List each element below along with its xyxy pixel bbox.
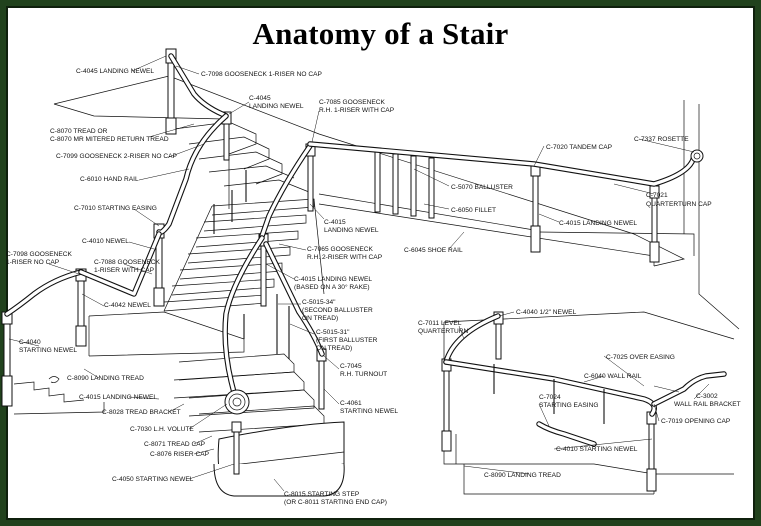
- label-c7065-a: C-7065 GOOSENECK: [307, 246, 374, 253]
- diagram-panel: Anatomy of a Stair: [6, 6, 755, 520]
- label-c4010-starting: C-4010 STARTING NEWEL: [556, 446, 638, 453]
- label-c4015-right-a: C-4015: [324, 219, 346, 226]
- label-c5015-34-a: C-5015-34": [302, 299, 336, 306]
- label-c4010: C-4010 NEWEL: [82, 238, 129, 245]
- label-c7024-b: STARTING EASING: [539, 402, 598, 409]
- label-c7088-b: 1-RISER WITH CAP: [94, 267, 155, 274]
- label-c8070-b: C-8070 MR MITERED RETURN TREAD: [50, 136, 169, 143]
- label-c8015-b: (OR C-8011 STARTING END CAP): [284, 499, 387, 506]
- label-c7025: C-7025 OVER EASING: [606, 354, 675, 361]
- label-c4061-a: C-4061: [340, 400, 362, 407]
- label-c7045-a: C-7045: [340, 363, 362, 370]
- lower-flight: [173, 353, 345, 497]
- label-c7010: C-7010 STARTING EASING: [74, 205, 157, 212]
- label-c7085-a: C-7085 GOOSENECK: [319, 99, 386, 106]
- label-c5070: C-5070 BALLUSTER: [451, 184, 513, 191]
- label-c4042: C-4042 NEWEL: [104, 302, 151, 309]
- label-c5015-34-b: (SECOND BALLUSTER: [302, 307, 373, 314]
- label-c4015-left: C-4015 LANDING NEWEL: [79, 394, 157, 401]
- diagram-title: Anatomy of a Stair: [252, 16, 509, 51]
- label-c4015-mid-a: C-4015 LANDING NEWEL: [294, 276, 372, 283]
- label-c4045-landing-newel-top: C-4045 LANDING NEWEL: [76, 68, 154, 75]
- rosette: [690, 149, 704, 163]
- hand-rails: [4, 53, 697, 402]
- label-c7021-a: C-7021: [646, 192, 668, 199]
- label-c3002-a: C-3002: [696, 393, 718, 400]
- label-c8090-left: C-8090 LANDING TREAD: [67, 375, 144, 382]
- label-c4015-mid-b: (BASED ON A 30° RAKE): [294, 283, 370, 291]
- label-c7020: C-7020 TANDEM CAP: [546, 144, 613, 151]
- label-c4061-b: STARTING NEWEL: [340, 408, 398, 415]
- label-c7024-a: C-7024: [539, 394, 561, 401]
- leader-lines: [8, 55, 710, 492]
- label-c7030: C-7030 L.H. VOLUTE: [130, 426, 194, 433]
- middle-landing: [88, 311, 245, 357]
- label-c7088-a: C-7088 GOOSENECK: [94, 259, 161, 266]
- label-c6010: C-6010 HAND RAIL: [80, 176, 139, 183]
- label-c7021-b: QUARTERTURN CAP: [646, 201, 712, 208]
- label-c7098-b: 1-RISER NO CAP: [6, 259, 60, 266]
- label-c8070-a: C-8070 TREAD OR: [50, 128, 108, 135]
- right-wall: [683, 100, 740, 330]
- label-c5015-34-c: ON TREAD): [302, 315, 338, 322]
- label-c8076: C-8076 RISER CAP: [150, 451, 210, 458]
- landing-detail: [441, 311, 735, 495]
- label-c5015-31-a: C-5015-31": [316, 329, 350, 336]
- label-c7065-b: R.H. 2-RISER WITH CAP: [307, 254, 383, 261]
- label-c8090-right: C-8090 LANDING TREAD: [484, 472, 561, 479]
- label-c8071: C-8071 TREAD CAP: [144, 441, 206, 448]
- label-c7045-b: R.H. TURNOUT: [340, 371, 387, 378]
- label-c4040-half: C-4040 1/2" NEWEL: [516, 309, 577, 316]
- label-c4045-a: C-4045: [249, 95, 271, 102]
- label-c7098-a: C-7098 GOOSENECK: [6, 251, 73, 258]
- main-flight: [163, 198, 325, 312]
- volute: [224, 389, 250, 415]
- balusters-main-flight: [213, 170, 290, 359]
- label-c3002-b: WALL RAIL BRACKET: [674, 401, 741, 408]
- label-c7098-gooseneck-top: C-7098 GOOSENECK 1-RISER NO CAP: [201, 71, 323, 78]
- label-c7099: C-7099 GOOSENECK 2-RISER NO CAP: [56, 153, 178, 160]
- label-c6050: C-6050 FILLET: [451, 207, 496, 214]
- label-c4015-right-b: LANDING NEWEL: [324, 227, 379, 234]
- label-c7011-a: C-7011 LEVEL: [418, 320, 462, 327]
- label-c7011-b: QUARTERTURN: [418, 328, 469, 335]
- label-c4040-a: C-4040: [19, 339, 41, 346]
- upper-landing: [53, 75, 695, 267]
- label-c7337: C-7337 ROSETTE: [634, 136, 689, 143]
- label-c4040-b: STARTING NEWEL: [19, 347, 77, 354]
- label-c6045: C-6045 SHOE RAIL: [404, 247, 463, 254]
- label-c6040: C-6040 WALL RAIL: [584, 373, 642, 380]
- left-side-steps: [13, 376, 105, 415]
- label-c4050: C-4050 STARTING NEWEL: [112, 476, 194, 483]
- label-c7085-b: R.H. 1-RISER WITH CAP: [319, 107, 395, 114]
- label-c4045-b: LANDING NEWEL: [249, 103, 304, 110]
- label-c8028: C-8028 TREAD BRACKET: [102, 409, 181, 416]
- label-c4015-upper-right: C-4015 LANDING NEWEL: [559, 220, 637, 227]
- upper-flight: [173, 121, 310, 209]
- label-c7019: C-7019 OPENING CAP: [661, 418, 731, 425]
- label-c8015-a: C-8015 STARTING STEP: [284, 491, 360, 498]
- callout-labels: C-4045 LANDING NEWEL C-7098 GOOSENECK 1-…: [6, 68, 741, 506]
- label-c5015-31-c: ON TREAD): [316, 345, 352, 352]
- newels: [1, 48, 660, 475]
- label-c5015-31-b: (FIRST BALLUSTER: [316, 337, 378, 344]
